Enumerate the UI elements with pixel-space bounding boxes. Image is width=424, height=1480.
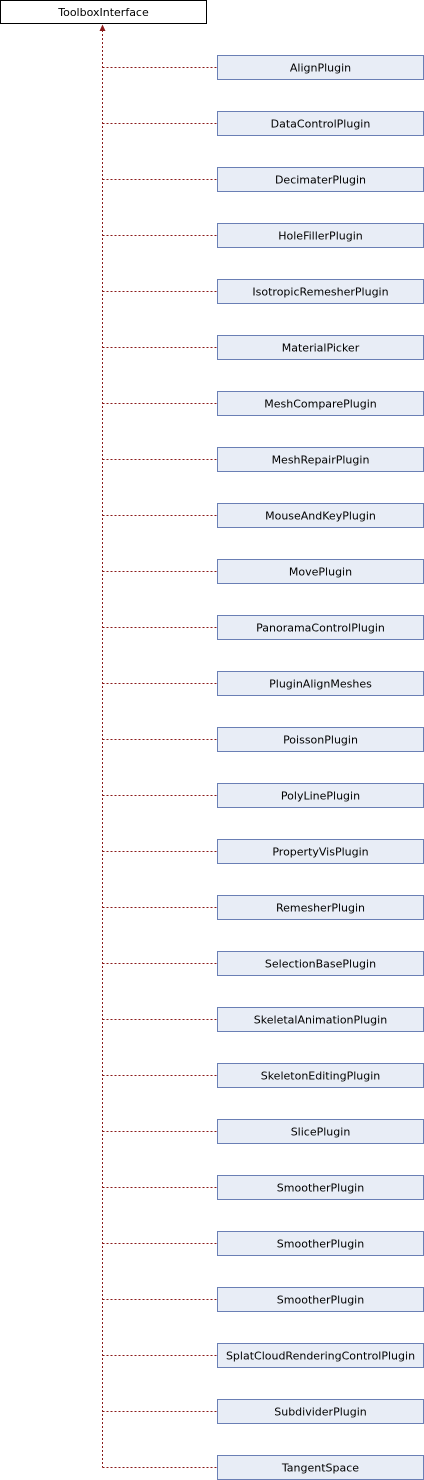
- derived-class-box: [217, 1007, 424, 1032]
- derived-class-box: [217, 895, 424, 920]
- derived-class-label: MaterialPicker: [282, 342, 360, 355]
- derived-class-node[interactable]: MeshComparePlugin: [217, 391, 424, 416]
- derived-class-label: PluginAlignMeshes: [269, 678, 372, 691]
- derived-class-node[interactable]: PluginAlignMeshes: [217, 671, 424, 696]
- derived-class-box: [217, 839, 424, 864]
- derived-class-box: [217, 335, 424, 360]
- derived-class-box: [217, 559, 424, 584]
- derived-class-node[interactable]: PoissonPlugin: [217, 727, 424, 752]
- inheritance-edges: [99, 24, 218, 1468]
- derived-class-node[interactable]: SkeletalAnimationPlugin: [217, 1007, 424, 1032]
- derived-class-box: [217, 503, 424, 528]
- derived-class-node[interactable]: SplatCloudRenderingControlPlugin: [217, 1343, 424, 1368]
- derived-class-box: [217, 55, 424, 80]
- derived-class-box: [217, 1231, 424, 1256]
- derived-class-label: PoissonPlugin: [283, 734, 358, 747]
- derived-class-label: MouseAndKeyPlugin: [265, 510, 376, 523]
- derived-class-label: AlignPlugin: [290, 62, 351, 75]
- derived-class-node[interactable]: MaterialPicker: [217, 335, 424, 360]
- derived-class-box: [217, 783, 424, 808]
- derived-class-node[interactable]: IsotropicRemesherPlugin: [217, 279, 424, 304]
- derived-class-node[interactable]: MeshRepairPlugin: [217, 447, 424, 472]
- derived-class-label: SmootherPlugin: [277, 1294, 364, 1307]
- base-class-node[interactable]: ToolboxInterface: [0, 0, 207, 24]
- derived-class-node[interactable]: AlignPlugin: [217, 55, 424, 80]
- derived-class-label: DataControlPlugin: [271, 118, 371, 131]
- derived-class-node[interactable]: SmootherPlugin: [217, 1287, 424, 1312]
- derived-class-label: SkeletonEditingPlugin: [261, 1070, 381, 1083]
- derived-class-label: SkeletalAnimationPlugin: [254, 1014, 387, 1027]
- derived-class-node[interactable]: SmootherPlugin: [217, 1231, 424, 1256]
- derived-class-box: [217, 391, 424, 416]
- derived-class-node[interactable]: SubdividerPlugin: [217, 1399, 424, 1424]
- arrowhead-icon: [99, 24, 106, 31]
- derived-class-label: PropertyVisPlugin: [272, 846, 368, 859]
- derived-class-node[interactable]: RemesherPlugin: [217, 895, 424, 920]
- derived-class-label: MeshComparePlugin: [264, 398, 377, 411]
- derived-class-box: [217, 727, 424, 752]
- derived-class-node[interactable]: TangentSpace: [217, 1455, 424, 1480]
- derived-class-label: RemesherPlugin: [276, 902, 365, 915]
- derived-class-label: TangentSpace: [281, 1462, 359, 1475]
- derived-class-box: [217, 1175, 424, 1200]
- base-class-label: ToolboxInterface: [57, 6, 149, 19]
- derived-class-box: [217, 951, 424, 976]
- derived-class-node[interactable]: DecimaterPlugin: [217, 167, 424, 192]
- derived-class-label: SlicePlugin: [291, 1126, 351, 1139]
- derived-class-box: [217, 279, 424, 304]
- derived-class-label: IsotropicRemesherPlugin: [252, 286, 388, 299]
- derived-class-node[interactable]: HoleFillerPlugin: [217, 223, 424, 248]
- derived-class-node[interactable]: PropertyVisPlugin: [217, 839, 424, 864]
- derived-class-box: [217, 1455, 424, 1480]
- derived-class-box: [217, 111, 424, 136]
- derived-class-node[interactable]: DataControlPlugin: [217, 111, 424, 136]
- derived-class-box: [217, 1343, 424, 1368]
- derived-class-box: [217, 615, 424, 640]
- derived-class-box: [217, 223, 424, 248]
- derived-class-label: MeshRepairPlugin: [272, 454, 370, 467]
- derived-class-node[interactable]: SkeletonEditingPlugin: [217, 1063, 424, 1088]
- derived-class-box: [217, 167, 424, 192]
- derived-class-label: PolyLinePlugin: [281, 790, 360, 803]
- derived-class-label: SmootherPlugin: [277, 1182, 364, 1195]
- derived-class-node[interactable]: SelectionBasePlugin: [217, 951, 424, 976]
- derived-class-node[interactable]: SlicePlugin: [217, 1119, 424, 1144]
- derived-class-node[interactable]: SmootherPlugin: [217, 1175, 424, 1200]
- derived-class-label: DecimaterPlugin: [275, 174, 366, 187]
- derived-class-nodes: AlignPluginDataControlPluginDecimaterPlu…: [217, 55, 424, 1480]
- derived-class-label: MovePlugin: [289, 566, 352, 579]
- derived-class-label: SmootherPlugin: [277, 1238, 364, 1251]
- derived-class-node[interactable]: PolyLinePlugin: [217, 783, 424, 808]
- derived-class-label: HoleFillerPlugin: [278, 230, 363, 243]
- derived-class-label: SelectionBasePlugin: [265, 958, 376, 971]
- derived-class-node[interactable]: MouseAndKeyPlugin: [217, 503, 424, 528]
- derived-class-node[interactable]: PanoramaControlPlugin: [217, 615, 424, 640]
- derived-class-node[interactable]: MovePlugin: [217, 559, 424, 584]
- derived-class-label: PanoramaControlPlugin: [256, 622, 385, 635]
- derived-class-label: SplatCloudRenderingControlPlugin: [226, 1350, 415, 1363]
- derived-class-box: [217, 1119, 424, 1144]
- derived-class-label: SubdividerPlugin: [274, 1406, 367, 1419]
